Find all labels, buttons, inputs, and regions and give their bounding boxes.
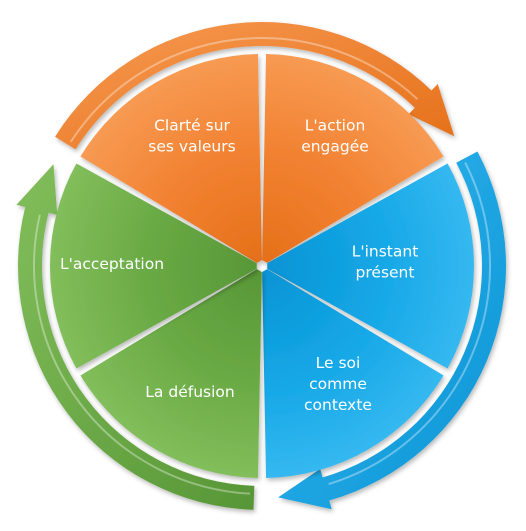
label-action-line: engagée (301, 138, 369, 156)
arrow-blue (278, 151, 506, 510)
label-self-line: Le soi (316, 354, 361, 372)
label-present-line: présent (356, 264, 415, 282)
arrow-orange (55, 22, 455, 150)
label-acceptance: L'acceptation (60, 255, 164, 273)
arrow-green (16, 164, 255, 510)
label-acceptance-line: L'acceptation (60, 255, 164, 273)
segment-values (80, 54, 262, 263)
label-self-line: contexte (304, 396, 372, 414)
label-self: Le soi comme contexte (304, 354, 372, 414)
label-defusion: La défusion (145, 383, 234, 401)
label-present: L'instant présent (352, 243, 419, 282)
label-action-line: L'action (305, 117, 366, 135)
segment-present (267, 163, 475, 369)
segment-defusion (80, 269, 262, 478)
segment-labels: Clarté sur ses valeurs L'action engagéeL'in… (60, 117, 418, 415)
cycle-arrows (16, 22, 506, 510)
label-self-line: comme (309, 375, 367, 393)
label-defusion-line: La défusion (145, 383, 234, 401)
label-action: L'action engagée (301, 117, 369, 156)
segment-acceptance (49, 163, 257, 369)
arrow-highlight-orange (69, 37, 419, 143)
wheel-segments (49, 54, 475, 478)
label-values-line: Clarté sur (154, 117, 230, 135)
label-present-line: L'instant (352, 243, 419, 261)
arrow-highlight-green (33, 214, 251, 495)
label-values: Clarté sur ses valeurs (148, 117, 235, 156)
arrow-highlight-blue (328, 162, 491, 485)
segment-action (262, 54, 444, 263)
label-values-line: ses valeurs (148, 138, 235, 156)
segment-self (262, 269, 444, 478)
